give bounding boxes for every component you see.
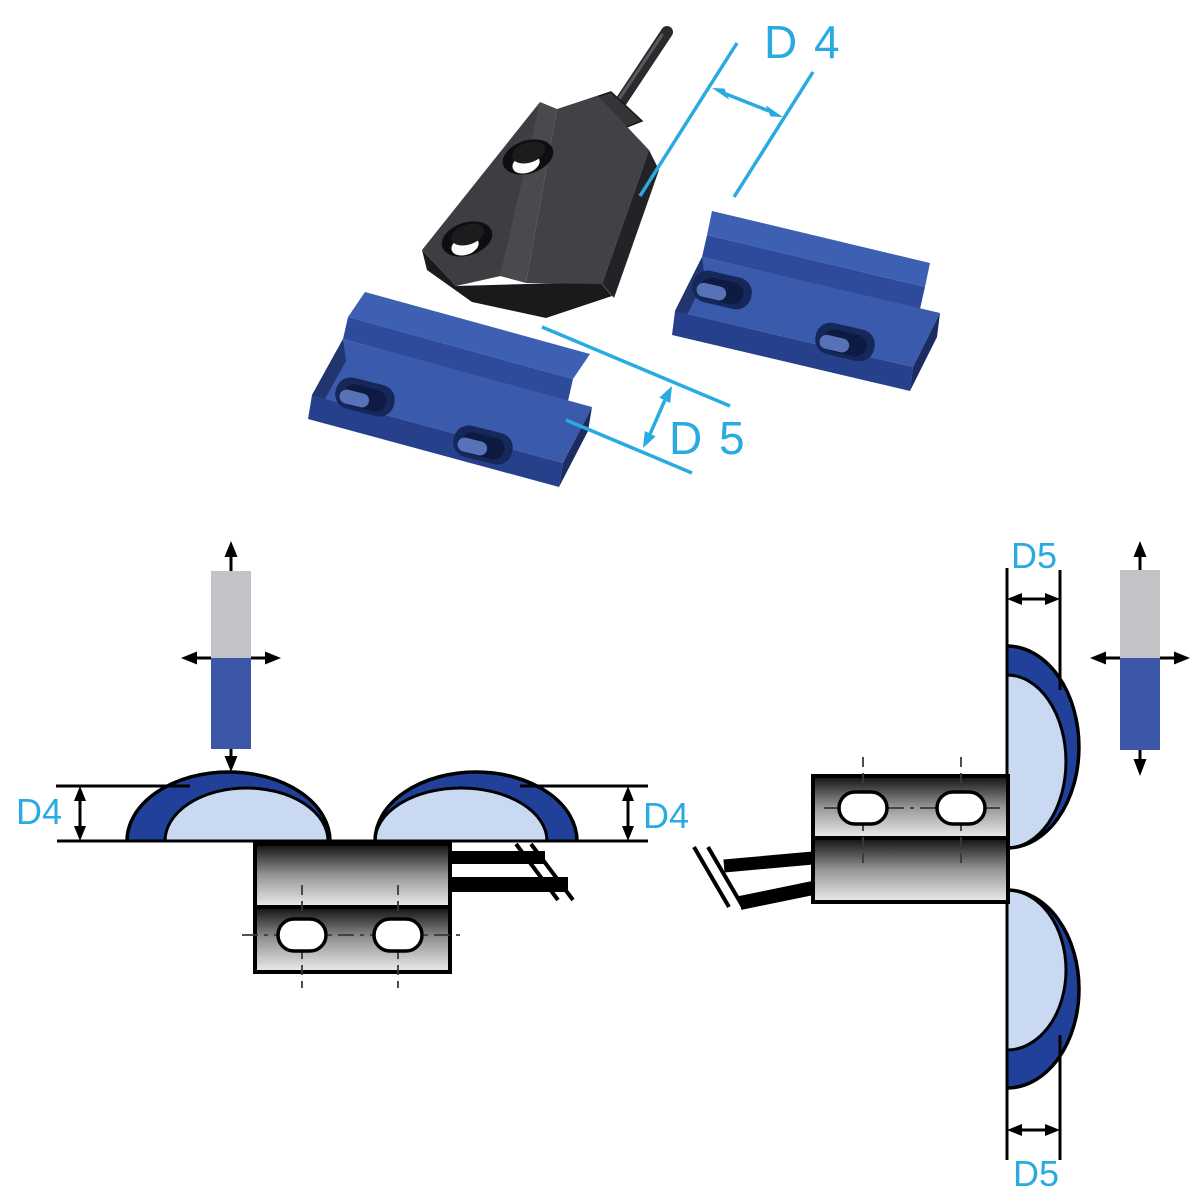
sensor-3d [422, 26, 673, 318]
side-view: D4 D4 [16, 541, 689, 988]
block-ridge-top [707, 211, 930, 287]
mounting-hole [372, 917, 424, 953]
arrowhead-icon [181, 651, 197, 665]
extension-line [732, 71, 815, 198]
magnet-south-half [1120, 658, 1160, 750]
block-ridge-top [348, 292, 590, 379]
arrowhead-icon [224, 541, 238, 557]
extension-line [541, 325, 731, 408]
magnet-block-3d-right [672, 211, 940, 391]
sensor-body-2d [811, 757, 1010, 904]
side-d4-left-label: D4 [16, 791, 62, 832]
end-d5-top-label: D5 [1011, 535, 1057, 576]
arrow-shaft [725, 92, 770, 113]
end-d5-bottom-label: D5 [1013, 1153, 1059, 1194]
iso-d5-dimension [541, 325, 731, 475]
block-ridge-front [343, 317, 573, 401]
arrowhead-icon [1133, 759, 1147, 776]
sensor-body-2d [242, 842, 465, 988]
arrowhead-icon [643, 431, 656, 448]
iso-d4-label: D 4 [764, 16, 842, 68]
iso-view: D 4 D 5 [308, 16, 940, 487]
arrowhead-icon [1133, 541, 1147, 557]
extension-line [638, 42, 739, 197]
magnet-2d-left [181, 541, 281, 772]
magnet-block-3d-left [308, 292, 592, 487]
sensing-lobe-left-inner [165, 788, 328, 841]
arrowhead-icon [622, 826, 634, 841]
iso-d4-dimension [638, 42, 815, 198]
flange-hole-2 [441, 221, 493, 257]
lobe-outline [163, 786, 330, 842]
arrowhead-icon [224, 756, 238, 772]
block-ridge-front [702, 235, 925, 309]
arrowhead-icon [622, 786, 634, 801]
arrowhead-icon [74, 826, 86, 841]
lobe-outline [1006, 644, 1081, 850]
arrowhead-icon [1007, 1124, 1022, 1136]
block-base-front [672, 311, 913, 391]
cable-break-icon [514, 842, 560, 902]
end-view: D5 D5 [692, 535, 1190, 1194]
arrowhead-icon [74, 786, 86, 801]
lobe-outline [125, 770, 332, 842]
lobe-outline [1006, 888, 1081, 1090]
arrowhead-icon [265, 651, 281, 665]
mounting-hole [837, 790, 889, 826]
arrowhead-icon [1174, 651, 1190, 665]
extension-line [565, 418, 693, 475]
sensing-lobe-bottom-inner [1007, 890, 1066, 1050]
lobe-outline [1006, 888, 1068, 1052]
arrowhead-icon [1045, 1124, 1060, 1136]
block-hole-2 [815, 322, 875, 362]
arrowhead-icon [1007, 593, 1022, 605]
d5-dimension-bottom [1007, 1124, 1060, 1136]
sensing-lobe-top-inner [1007, 675, 1066, 848]
cable-break-icon [692, 845, 731, 909]
arrowhead-icon [765, 105, 783, 117]
d5-dimension-top [1007, 593, 1060, 605]
arrowhead-icon [1045, 593, 1060, 605]
arrowhead-icon [712, 88, 730, 100]
sensor-body-top-face [526, 96, 649, 284]
sensor-cable [450, 842, 575, 902]
motion-arrows [181, 541, 281, 772]
magnet-north-half [1120, 570, 1160, 658]
cable-break-icon [706, 845, 745, 909]
mounting-hole [276, 917, 328, 953]
arrow-shaft [648, 399, 667, 435]
arrowhead-icon [659, 386, 672, 403]
lobe-outline [1006, 673, 1068, 850]
mounting-hole [935, 790, 987, 826]
magnet-south-half [211, 658, 251, 749]
d4-dimension-right [622, 786, 634, 841]
block-hole-1 [335, 377, 395, 417]
flange-hole-1 [502, 139, 554, 175]
sensor-cable [692, 845, 815, 910]
cable-break-icon [529, 842, 575, 902]
block-base-top [312, 339, 592, 463]
motion-arrows [1090, 541, 1190, 776]
magnet-north-half [211, 571, 251, 658]
arrowhead-icon [1090, 651, 1106, 665]
sensor-bottom-face [422, 250, 612, 318]
d4-dimension-left [74, 786, 86, 841]
magnet-2d-right [1090, 541, 1190, 776]
block-hole-1 [692, 270, 752, 310]
side-d4-right-label: D4 [643, 795, 689, 836]
block-base-right [910, 313, 940, 391]
iso-d5-label: D 5 [669, 412, 747, 464]
sensing-lobe-right-inner [375, 788, 547, 841]
lobe-outline [373, 770, 579, 842]
block-hole-2 [453, 425, 513, 465]
lobe-outline [373, 786, 549, 842]
